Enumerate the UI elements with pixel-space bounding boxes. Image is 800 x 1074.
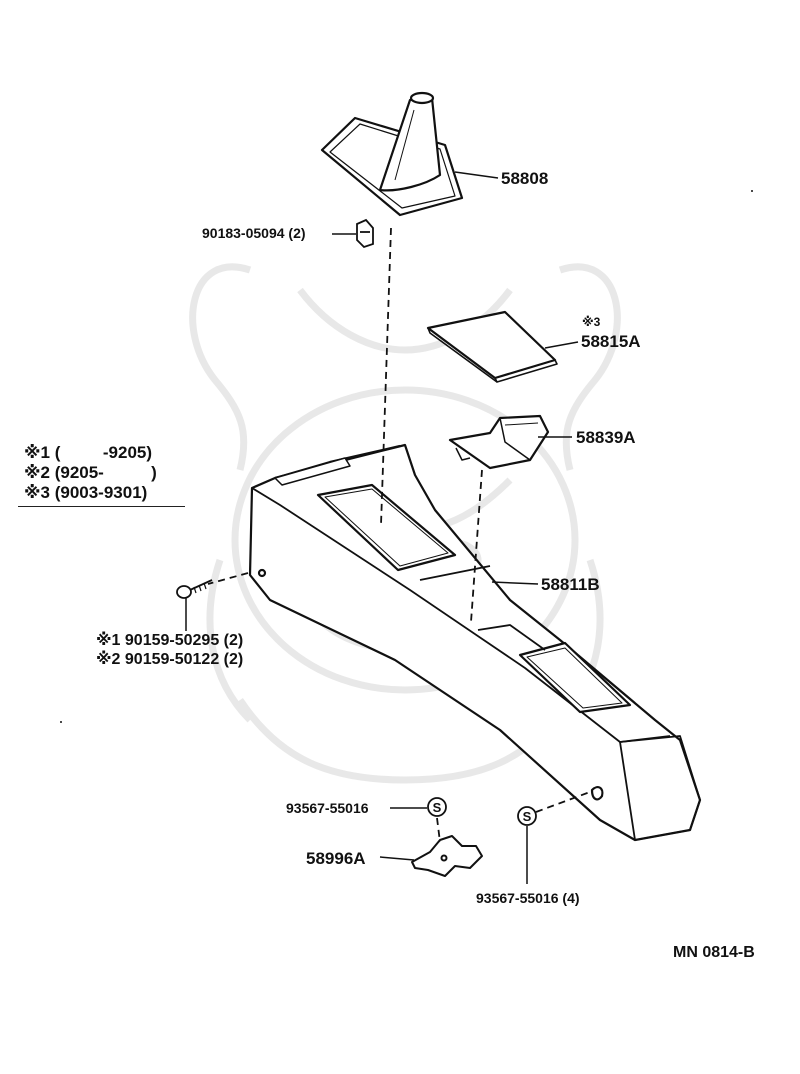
legend-row-3: ※3 (9003-9301): [24, 483, 148, 502]
bracket-drawing: [411, 835, 483, 877]
label-grommet-right: 93567-55016 (4): [476, 890, 580, 906]
label-screw-2: ※2 90159-50122 (2): [96, 651, 244, 668]
speck: [751, 190, 753, 192]
lid-drawing: [426, 310, 558, 383]
grommet-symbol-left: S: [433, 800, 442, 815]
screw-drawing: [176, 579, 213, 599]
leader-lines: [185, 171, 579, 884]
speck: [60, 721, 62, 723]
diagram-code: MN 0814-B: [673, 944, 755, 961]
grommet-right-drawing: S: [517, 806, 537, 826]
label-clip: 90183-05094 (2): [202, 225, 306, 241]
legend-row-2: ※2 (9205- ): [24, 463, 157, 482]
label-grommet-left: 93567-55016: [286, 800, 369, 816]
label-shift-boot: 58808: [501, 169, 549, 188]
shift-boot-drawing: [320, 91, 464, 217]
grommet-left-drawing: S: [427, 797, 447, 817]
label-lid: 58815A: [581, 332, 641, 351]
legend-divider: [18, 506, 185, 507]
clip-drawing: [356, 218, 374, 249]
assembly-lines: [207, 227, 591, 843]
grommet-symbol-right: S: [523, 809, 532, 824]
label-screw-1: ※1 90159-50295 (2): [96, 632, 244, 649]
label-bracket: 58996A: [306, 849, 366, 868]
legend-row-1: ※1 ( -9205): [24, 443, 153, 462]
legend: ※1 ( -9205) ※2 (9205- ) ※3 (9003-9301): [24, 443, 157, 503]
label-console-box: 58811B: [541, 575, 600, 594]
small-box-drawing: [448, 414, 550, 470]
label-small-box: 58839A: [576, 428, 636, 447]
label-lid-note: ※3: [582, 315, 601, 329]
console-box-drawing: [248, 443, 702, 842]
